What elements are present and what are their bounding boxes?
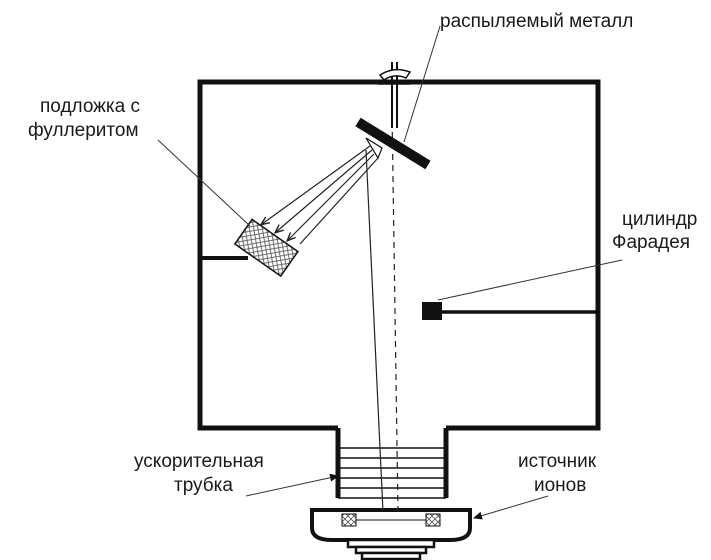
fullerite-substrate bbox=[233, 218, 299, 278]
leader-faraday bbox=[437, 259, 623, 301]
leader-sputtered-metal bbox=[403, 25, 441, 143]
target-holder-rod bbox=[378, 62, 412, 128]
label-tube-line1: ускорительная bbox=[134, 451, 264, 472]
leader-ion-source bbox=[473, 495, 549, 520]
ion-source bbox=[310, 508, 472, 560]
label-faraday-line2: Фарадея bbox=[612, 232, 690, 253]
label-substrate-line1: подложка с bbox=[40, 96, 140, 117]
accelerating-tube-rings bbox=[338, 447, 446, 499]
sputter-rays bbox=[262, 145, 379, 245]
ion-beam bbox=[365, 149, 384, 513]
leader-substrate bbox=[157, 139, 251, 227]
label-tube-line2: трубка bbox=[174, 475, 233, 496]
beam-axis-dashed bbox=[391, 111, 399, 513]
label-substrate-line2: фуллеритом bbox=[28, 120, 139, 141]
label-sputtered-metal: распыляемый металл bbox=[440, 11, 633, 32]
sputtered-metal-target bbox=[355, 117, 431, 170]
faraday-cylinder bbox=[422, 302, 442, 320]
label-source-line1: источник bbox=[518, 451, 597, 472]
label-source-line2: ионов bbox=[534, 475, 586, 496]
leader-tube bbox=[245, 473, 339, 497]
vacuum-chamber-wall bbox=[197, 79, 601, 431]
label-faraday-line1: цилиндр bbox=[622, 209, 697, 230]
